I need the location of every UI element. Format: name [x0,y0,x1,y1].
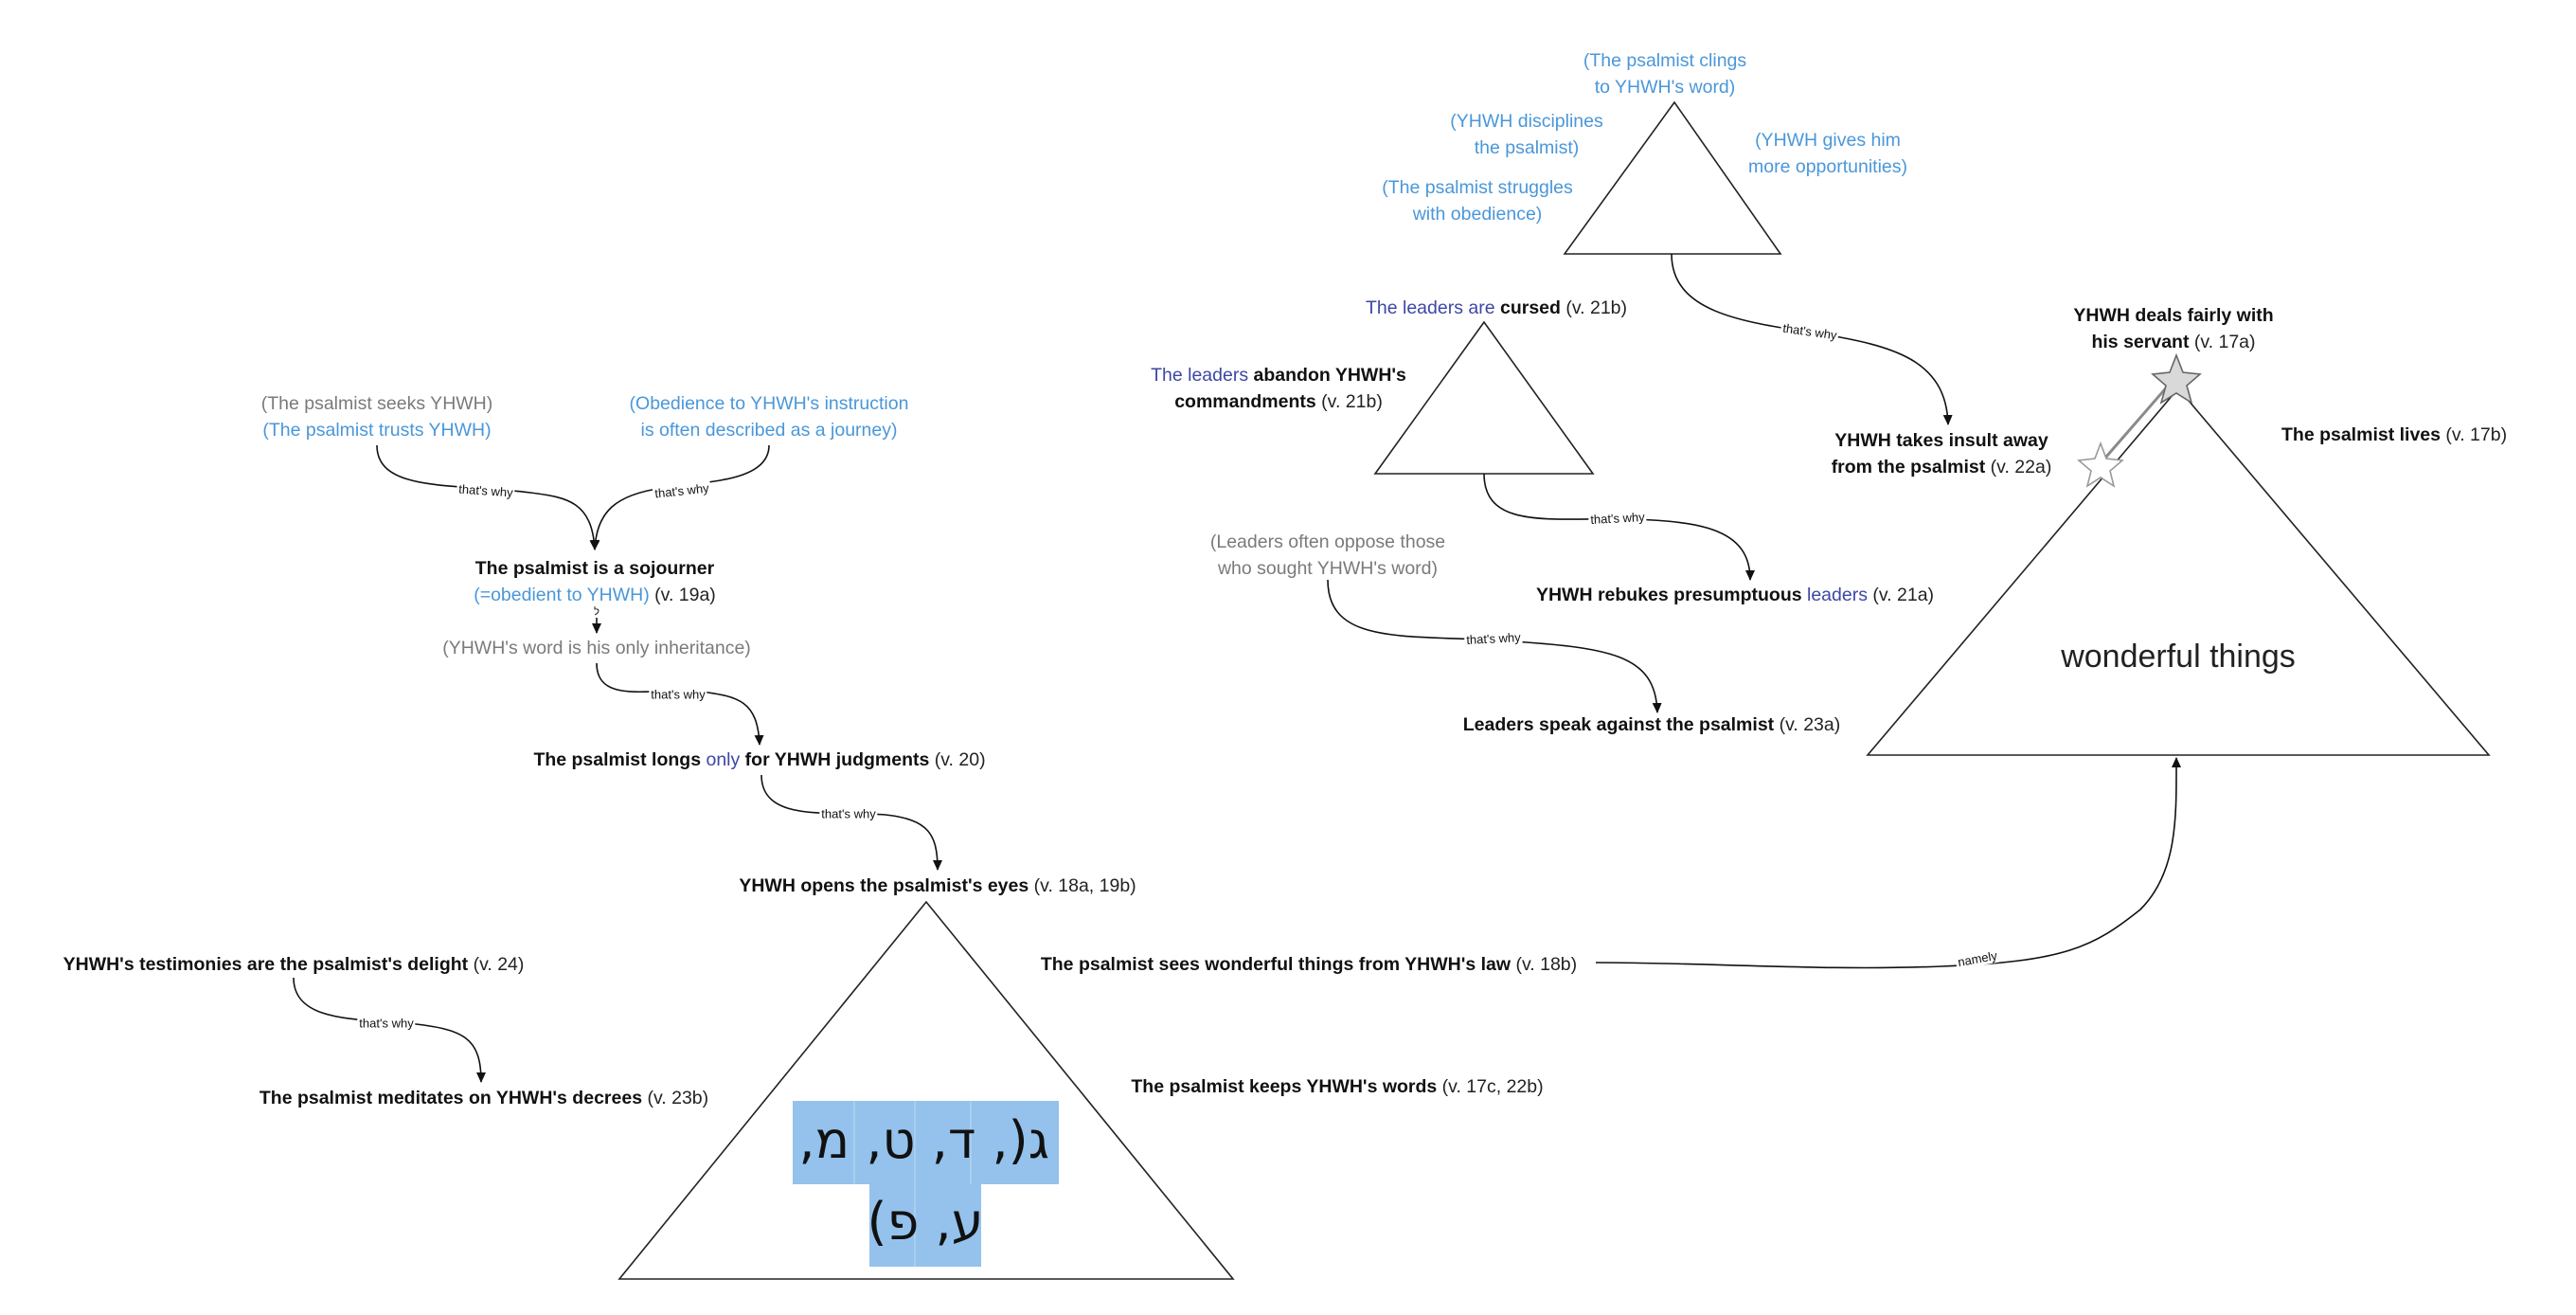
hebrew-highlight-1 [793,1101,1059,1184]
node-cursed: The leaders are cursed (v. 21b) [1365,297,1628,318]
hebrew-letters-line2: ע, פ) [867,1192,984,1252]
star-link [2099,375,2178,464]
connector-label: that's why [1587,509,1648,528]
node-abandon: The leaders abandon YHWH's commandments … [1151,365,1406,412]
arrow-top-to-insult [1671,253,1953,425]
connector-label: that's why [649,687,707,702]
node-sees: The psalmist sees wonderful things from … [1040,954,1578,975]
connector-label: ל [594,606,599,618]
triangle-bottom [617,900,1235,1280]
connector-label: that's why [1463,629,1524,648]
arrow-sees-to-wonderful [1595,757,2182,969]
star-icon-filled [2151,352,2202,405]
connector-label: that's why [357,1016,416,1031]
node-testimonies: YHWH's testimonies are the psalmist's de… [63,954,525,975]
arrow-inheritance-to-longs [596,662,764,746]
connector-label: that's why [819,806,878,821]
node-wonderful-things: wonderful things [2061,639,2296,675]
node-sojourner: The psalmist is a sojourner (=obedient t… [474,558,716,605]
triangle-leaders [1373,320,1595,475]
hebrew-letters-line1: ג(, ד, ט, מ, [798,1110,1049,1170]
node-insult: YHWH takes insult away from the psalmist… [1831,430,2052,477]
arrow-seeks-to-sojourner [376,444,599,550]
star-icon-outline [2077,441,2124,488]
arrow-leaders-to-rebukes [1483,473,1755,581]
node-lives: The psalmist lives (v. 17b) [2281,424,2508,445]
node-inheritance: (YHWH's word is his only inheritance) [442,638,751,658]
triangle-top-right [1563,100,1782,255]
node-meditates: The psalmist meditates on YHWH's decrees… [259,1088,709,1108]
node-rebukes: YHWH rebukes presumptuous leaders (v. 21… [1535,585,1935,605]
node-seeks: (The psalmist seeks YHWH) [260,393,493,414]
node-speak-against: Leaders speak against the psalmist (v. 2… [1462,714,1841,735]
node-longs: The psalmist longs only for YHWH judgmen… [533,749,986,770]
node-deals: YHWH deals fairly with his servant (v. 1… [2073,305,2274,352]
arrow-longs-to-opens [760,774,942,871]
node-keeps: The psalmist keeps YHWH's words (v. 17c,… [1131,1076,1544,1097]
hebrew-highlight-2 [869,1184,981,1267]
triangle-wonderful [1866,387,2491,756]
node-trusts: (The psalmist trusts YHWH) [262,420,492,441]
node-opens: YHWH opens the psalmist's eyes (v. 18a, … [739,875,1136,896]
